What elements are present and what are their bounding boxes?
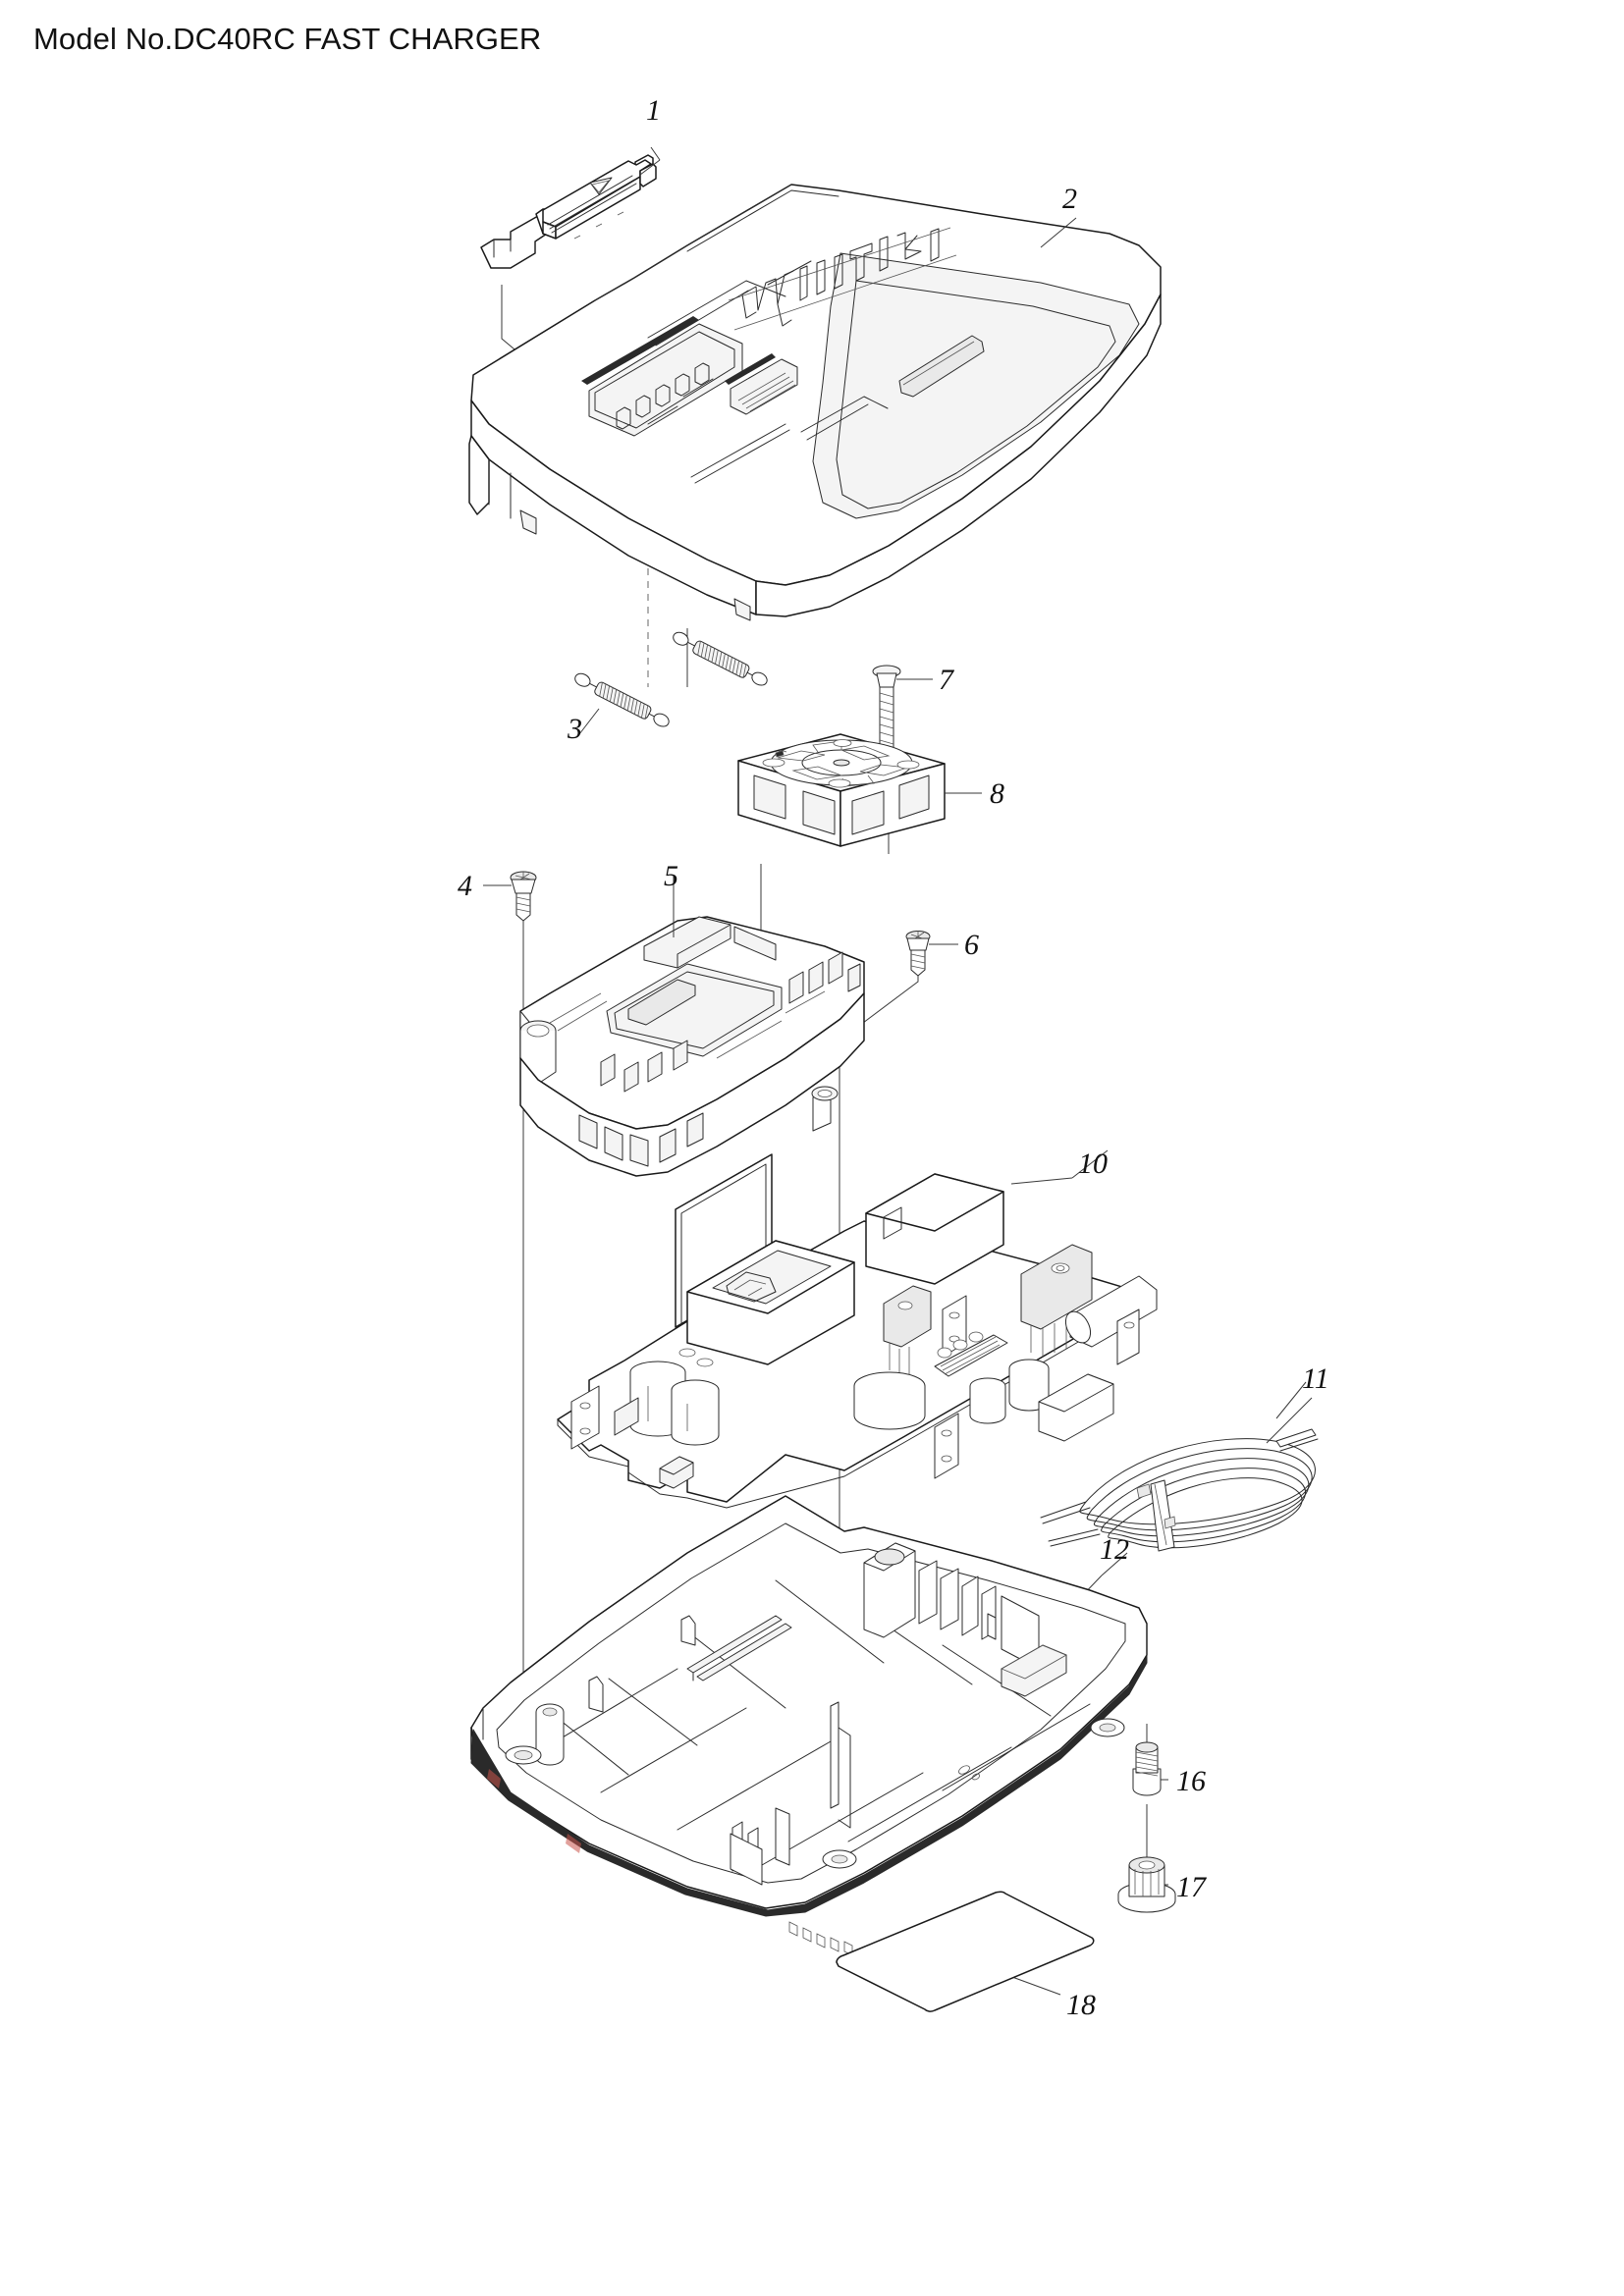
callout-4: 4 [458, 870, 472, 902]
part-3-tension-spring: 3 [567, 631, 768, 745]
callout-3: 3 [567, 713, 582, 745]
callout-18: 18 [1066, 1989, 1096, 2021]
part-10-circuit-board-assembly: 10 [557, 1148, 1158, 1509]
callout-2: 2 [1062, 183, 1077, 215]
callout-17: 17 [1176, 1871, 1208, 1903]
part-16-bottom-tapping-screw: 16 [1132, 1741, 1206, 1797]
part-11-power-supply-cord: 11 [1040, 1362, 1329, 1552]
callout-1: 1 [646, 94, 661, 127]
callout-11: 11 [1302, 1362, 1329, 1395]
page-title: Model No.DC40RC FAST CHARGER [33, 22, 542, 56]
callout-6: 6 [964, 929, 979, 961]
part-6-tapping-screw-small: 6 [905, 929, 979, 977]
part-1-terminal-cover: 1 [480, 94, 661, 269]
callout-10: 10 [1078, 1148, 1108, 1180]
part-2-upper-housing: 2 [468, 183, 1162, 621]
part-18-name-plate: 18 [836, 1891, 1096, 2021]
part-17-rubber-foot-bushing: 17 [1117, 1856, 1208, 1913]
callout-7: 7 [939, 664, 955, 696]
part-4-tapping-screw-pan: 4 [458, 870, 537, 922]
part-8-cooling-fan: 8 [737, 733, 1004, 847]
callout-12: 12 [1100, 1533, 1129, 1566]
callout-5: 5 [664, 860, 678, 892]
part-12-lower-housing: 12 [470, 1495, 1148, 1956]
callout-16: 16 [1176, 1765, 1206, 1797]
part-5-inner-frame: 5 [519, 860, 865, 1177]
callout-8: 8 [990, 777, 1004, 810]
